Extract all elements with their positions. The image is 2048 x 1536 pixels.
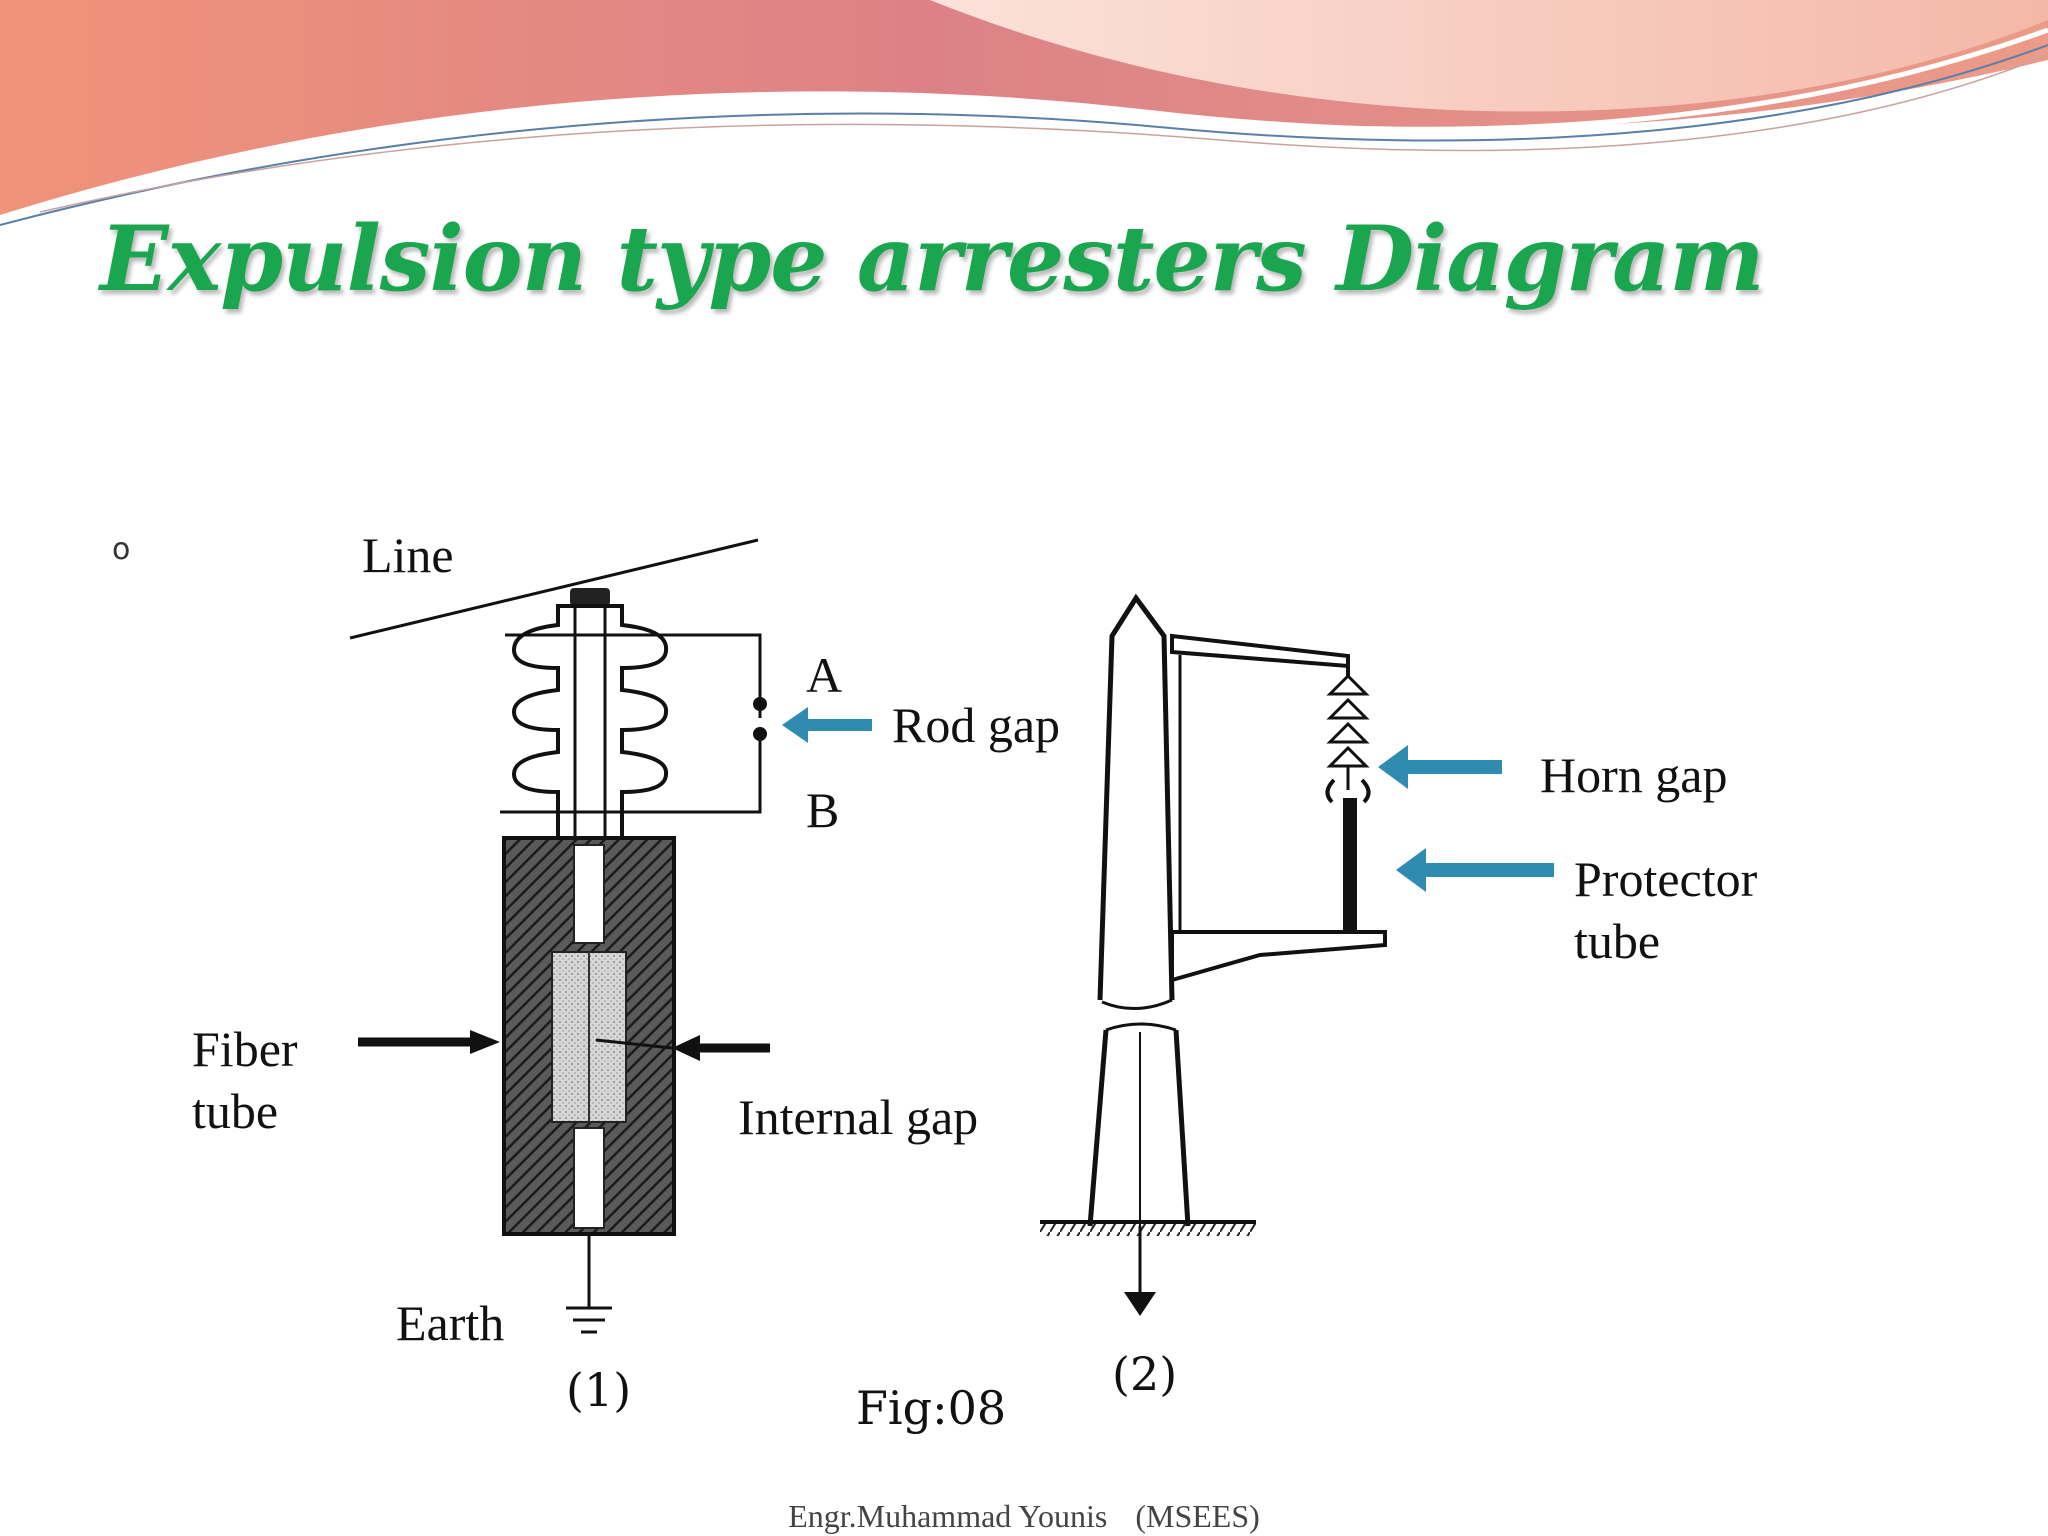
internal-gap-pointer	[595, 1035, 770, 1061]
footer-credential: (MSEES)	[1135, 1498, 1260, 1534]
label-protector-tube: tube	[1574, 913, 1660, 969]
line-conductor	[349, 538, 759, 640]
bullet-marker: o	[112, 532, 131, 567]
horn-gap-arrow	[1378, 745, 1502, 789]
header-wave-decoration	[0, 0, 2048, 226]
earth-connection	[566, 1234, 612, 1334]
label-rod-gap: Rod gap	[892, 697, 1060, 753]
footer: Engr.Muhammad Younis (MSEES)	[0, 1498, 2048, 1535]
label-b: B	[806, 782, 839, 838]
label-a: A	[806, 647, 842, 703]
electrode-a	[753, 697, 767, 711]
caption-sub2: (2)	[1112, 1347, 1177, 1401]
arrester-2	[1040, 593, 1554, 1316]
rod-gap-circuit	[500, 633, 767, 814]
figure-caption: Fig:08	[856, 1381, 1006, 1435]
footer-author: Engr.Muhammad Younis	[788, 1498, 1108, 1534]
fiber-tube-pointer	[358, 1030, 500, 1054]
label-internal-gap: Internal gap	[738, 1089, 978, 1145]
pole	[1087, 593, 1191, 1227]
fiber-tube-body	[502, 836, 676, 1236]
electrode-b	[753, 727, 767, 741]
horn-gap-insulator	[1325, 662, 1371, 804]
insulator-1	[511, 588, 669, 842]
protector-tube	[1343, 798, 1357, 932]
label-protector: Protector	[1574, 851, 1758, 907]
label-earth: Earth	[396, 1295, 504, 1351]
cross-arm	[1170, 633, 1387, 983]
rod-gap-arrow	[782, 707, 872, 743]
slide-title: Expulsion type arresters Diagram	[100, 206, 1765, 312]
label-horn-gap: Horn gap	[1540, 747, 1727, 803]
label-fiber-tube: tube	[192, 1083, 278, 1139]
protector-tube-arrow	[1396, 848, 1554, 892]
arrester-1	[349, 538, 872, 1334]
label-fiber: Fiber	[192, 1021, 298, 1077]
caption-sub1: (1)	[566, 1363, 631, 1417]
ground-line	[1040, 1220, 1256, 1316]
label-line: Line	[362, 527, 454, 583]
